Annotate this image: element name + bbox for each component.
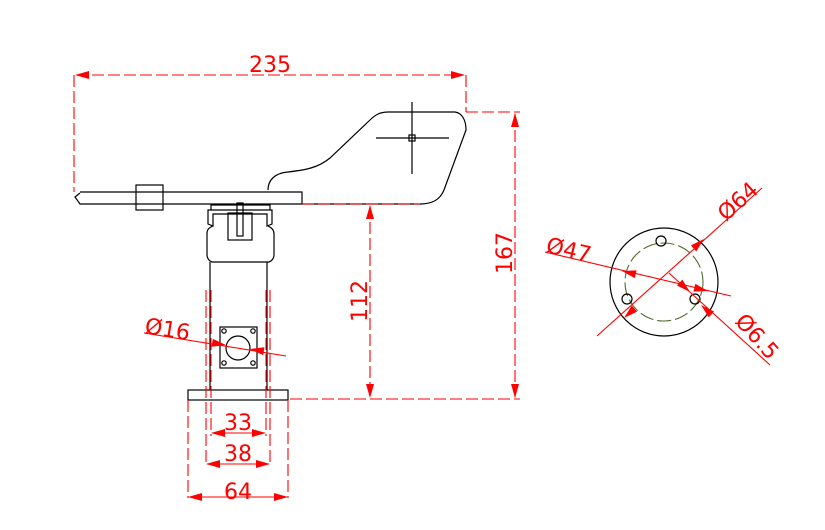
dim-label-38: 38 (224, 442, 252, 467)
mounting-hole (655, 235, 667, 247)
bearing-cap (207, 204, 273, 227)
dim-label-d16: Ø16 (143, 314, 192, 346)
dim-label-d47: Ø47 (544, 234, 594, 269)
dim-label-167: 167 (493, 232, 518, 274)
connector-screw (250, 360, 256, 366)
base-flange-outline (609, 227, 719, 337)
side-view-dimensions: 235 167 112 Ø16 33 38 (73, 53, 520, 505)
connector-flange (219, 326, 258, 369)
connector-screw (221, 360, 227, 366)
dim-label-64: 64 (224, 480, 252, 505)
vane-tail-fin (267, 111, 467, 205)
bottom-view-dimensions: Ø64 Ø47 Ø6.5 (544, 178, 784, 366)
mounting-hole (621, 293, 633, 305)
dim-line-d64 (596, 187, 763, 337)
shaft (236, 202, 244, 237)
bearing-housing (206, 225, 275, 263)
dim-label-235: 235 (249, 53, 291, 78)
mounting-base (187, 389, 289, 401)
dim-label-d65: Ø6.5 (730, 309, 784, 365)
connector-body (225, 335, 251, 361)
dim-label-33: 33 (224, 411, 252, 436)
shaft-slot (227, 212, 253, 241)
counterweight (135, 184, 164, 211)
mounting-hole (689, 293, 701, 305)
connector-screw (250, 328, 256, 334)
dim-label-d64: Ø64 (713, 178, 763, 227)
side-view (74, 102, 467, 401)
dim-label-112: 112 (348, 280, 373, 322)
connector-screw (221, 328, 227, 334)
center-mark-square (408, 134, 416, 142)
bolt-circle (624, 242, 704, 322)
vane-arm (74, 191, 303, 205)
bottom-view (609, 227, 719, 337)
